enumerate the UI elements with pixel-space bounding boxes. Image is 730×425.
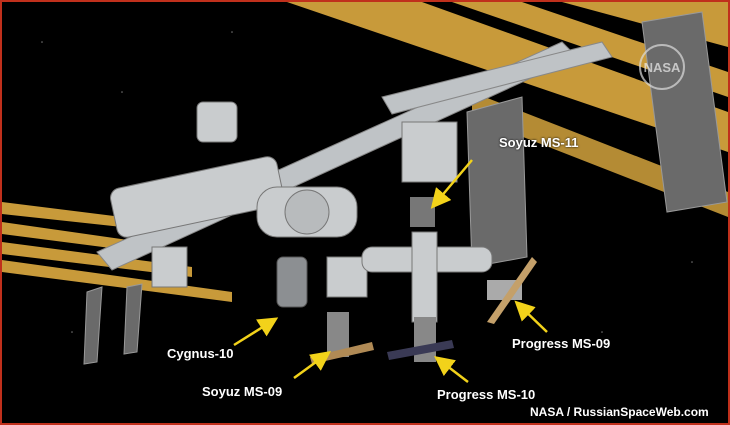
nasa-logo: NASA <box>639 44 685 90</box>
radiators <box>83 11 728 365</box>
solar-arrays-left <box>2 202 232 302</box>
soyuz-ms-11 <box>410 197 435 227</box>
label-soyuz-ms11: Soyuz MS-11 <box>499 135 579 150</box>
progress-ms-09 <box>487 257 537 324</box>
progress-ms-10 <box>387 317 454 362</box>
cygnus-10 <box>276 256 308 308</box>
label-progress-ms09: Progress MS-09 <box>512 336 611 351</box>
arrow-progress-ms10 <box>434 355 469 383</box>
label-progress-ms10: Progress MS-10 <box>437 387 536 402</box>
label-cygnus10: Cygnus-10 <box>167 346 234 361</box>
arrow-soyuz-ms09 <box>293 351 332 380</box>
arrow-soyuz-ms11 <box>430 159 473 209</box>
arrow-cygnus10 <box>233 317 279 347</box>
arrow-progress-ms09 <box>514 300 548 333</box>
callout-arrows <box>233 159 548 383</box>
label-soyuz-ms09: Soyuz MS-09 <box>202 384 283 399</box>
soyuz-ms-09 <box>310 312 374 364</box>
truss <box>96 41 613 271</box>
modules <box>110 101 493 323</box>
stars <box>41 31 693 333</box>
svg-text:NASA: NASA <box>644 60 681 75</box>
image-credit: NASA / RussianSpaceWeb.com <box>530 405 709 419</box>
